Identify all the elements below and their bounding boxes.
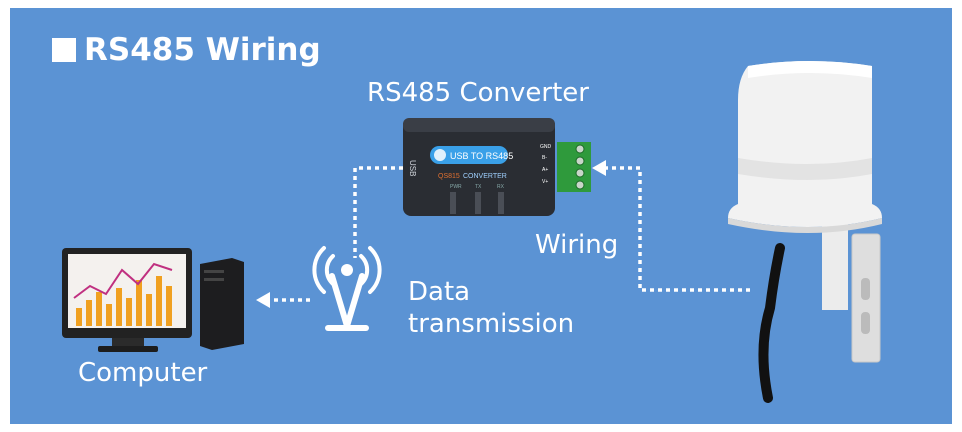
terminal-block [557,142,591,192]
sensor-to-converter-line [602,166,750,292]
title-square-icon [52,38,76,62]
computer-icon [62,248,244,352]
page-title: RS485 Wiring [52,32,321,68]
pin-label-b: B- [542,155,547,161]
model-text: QS815 [438,173,460,180]
monitor-stand [98,346,158,352]
pin-label-a: A+ [542,167,548,173]
connection-lines [268,166,750,302]
converter-label: RS485 Converter [367,78,589,108]
sensor-probe [822,220,848,310]
antenna-icon [312,246,382,331]
screen-chart-bars [76,276,172,326]
converter-badge [430,146,508,164]
badge-text: USB TO RS485 [450,151,513,161]
data-transmission-line2: transmission [408,309,575,339]
light-sensor-device [728,61,882,403]
pin-label-gnd: GND [540,144,552,150]
title-text: RS485 Wiring [84,32,321,68]
led-label-pwr: PWR [450,184,462,190]
arrow-to-converter [592,160,606,176]
converter-to-antenna-line [353,166,403,258]
diagram-panel: RS485 Wiring RS485 Converter Wiring Data… [10,8,952,424]
sensor-cable [758,243,785,403]
screen-chart-line [73,262,173,299]
diagram-graphics: USB TO RS485 QS815 CONVERTER USB PWR TX … [62,61,882,403]
computer-label: Computer [78,358,208,388]
usb-text: USB [408,160,417,176]
led-label-tx: TX [475,184,482,190]
pin-label-v: V+ [542,179,548,185]
rs485-converter-device: USB TO RS485 QS815 CONVERTER USB PWR TX … [403,118,591,216]
wiring-label: Wiring [535,230,619,260]
converter-subtext: CONVERTER [463,173,507,180]
data-transmission-line1: Data [408,277,471,307]
sensor-dome [728,61,882,227]
led-label-rx: RX [497,184,505,190]
data-transmission-label: Data transmission [408,276,574,340]
arrow-to-computer [256,292,270,308]
